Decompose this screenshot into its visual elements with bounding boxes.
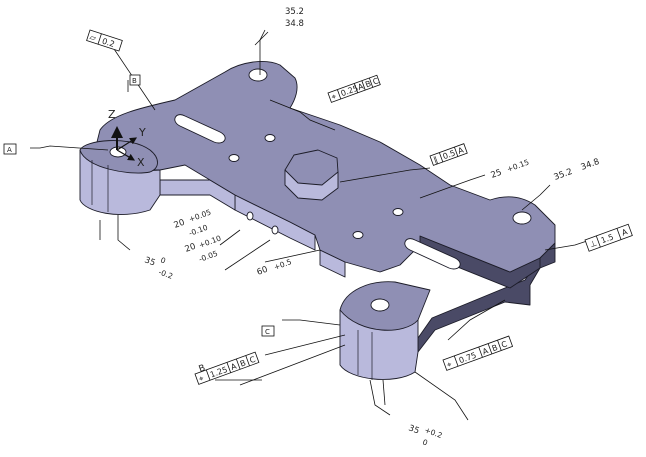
svg-text:C: C xyxy=(500,339,509,350)
svg-text:⌖: ⌖ xyxy=(330,92,338,102)
dim-20b-tol-lower: -0.05 xyxy=(198,249,220,264)
dim-20a-main: 20 xyxy=(173,218,187,231)
svg-text:C: C xyxy=(372,76,381,87)
svg-text:1.5: 1.5 xyxy=(600,232,615,245)
dim-20b-tol-upper: +0.10 xyxy=(198,233,223,249)
datum-b-lower-label: B xyxy=(198,363,207,375)
svg-text:C: C xyxy=(265,328,270,336)
dim-left-35-upper: 0 xyxy=(159,255,167,265)
svg-text:⌖: ⌖ xyxy=(446,359,454,369)
svg-text:B: B xyxy=(132,77,137,85)
tol-frame-hex-parallel: ∥ 0.5 A xyxy=(429,143,468,166)
svg-text:A: A xyxy=(457,145,466,156)
hole-small-1 xyxy=(264,134,276,142)
side-hole-2 xyxy=(271,225,279,235)
hex-boss-top xyxy=(284,149,339,186)
hole-small-3 xyxy=(392,208,404,216)
svg-text:B: B xyxy=(491,343,499,353)
svg-text:0.5: 0.5 xyxy=(442,148,457,161)
slot-bottom xyxy=(404,238,461,270)
dim-left-35-main: 35 xyxy=(143,255,157,268)
dim-right-35-2: 35.2 xyxy=(553,167,574,183)
svg-text:⌖: ⌖ xyxy=(198,373,206,383)
svg-text:B: B xyxy=(364,79,372,89)
dim-60-main: 60 xyxy=(256,265,270,278)
svg-text:A: A xyxy=(357,82,366,93)
axis-x-label: X xyxy=(137,156,145,169)
tol-frame-top-position: ⌖ 0.25 A B C xyxy=(327,74,381,103)
dim-top-upper: 35.2 xyxy=(285,7,304,17)
svg-text:∥: ∥ xyxy=(432,155,439,165)
plate-right-side-face xyxy=(417,242,556,353)
dim-top-lower: 34.8 xyxy=(285,19,304,29)
dim-25-main: 25 xyxy=(490,168,504,181)
dim-bottom-35-lower: 0 xyxy=(421,437,429,447)
svg-text:0.2: 0.2 xyxy=(101,37,116,49)
datum-c-flag: C xyxy=(261,325,275,337)
svg-text:A: A xyxy=(230,362,239,373)
dim-bottom-35-main: 35 xyxy=(407,423,421,436)
tol-frame-bottom-position: ⌖ 0.75 A B C xyxy=(442,335,514,371)
axis-triad: Z Y X xyxy=(108,108,146,169)
slot-top xyxy=(174,114,226,144)
dim-right-34-8: 34.8 xyxy=(580,157,601,173)
dim-20a-tol-upper: +0.05 xyxy=(188,207,213,223)
tol-frame-flatness: ▱ 0.2 xyxy=(86,29,123,52)
svg-text:A: A xyxy=(481,346,490,357)
side-hole-1 xyxy=(246,211,254,221)
datum-a-flag: A xyxy=(3,143,17,155)
tol-frame-right-perpendicular: ⊥ 1.5 A xyxy=(584,223,633,252)
leader-lines xyxy=(30,29,591,421)
hole-small-4 xyxy=(352,231,364,239)
svg-text:A: A xyxy=(7,146,12,154)
svg-text:A: A xyxy=(620,227,629,238)
machined-plate xyxy=(79,61,556,380)
axis-z-label: Z xyxy=(108,108,116,121)
dim-20b-main: 20 xyxy=(184,242,198,255)
svg-text:▱: ▱ xyxy=(89,33,98,44)
axis-y-label: Y xyxy=(138,126,146,139)
svg-text:⊥: ⊥ xyxy=(589,238,599,249)
dim-25-tol: +0.15 xyxy=(506,157,531,173)
hole-bottom-boss xyxy=(370,298,390,312)
hole-right xyxy=(512,211,532,225)
hole-small-2 xyxy=(228,154,240,162)
svg-text:C: C xyxy=(248,355,257,366)
dim-left-35-lower: -0.2 xyxy=(157,267,174,281)
datum-b-flag: B xyxy=(129,74,141,86)
svg-text:B: B xyxy=(239,358,247,368)
hole-top xyxy=(248,68,268,82)
dim-20a-tol-lower: -0.10 xyxy=(188,223,210,238)
